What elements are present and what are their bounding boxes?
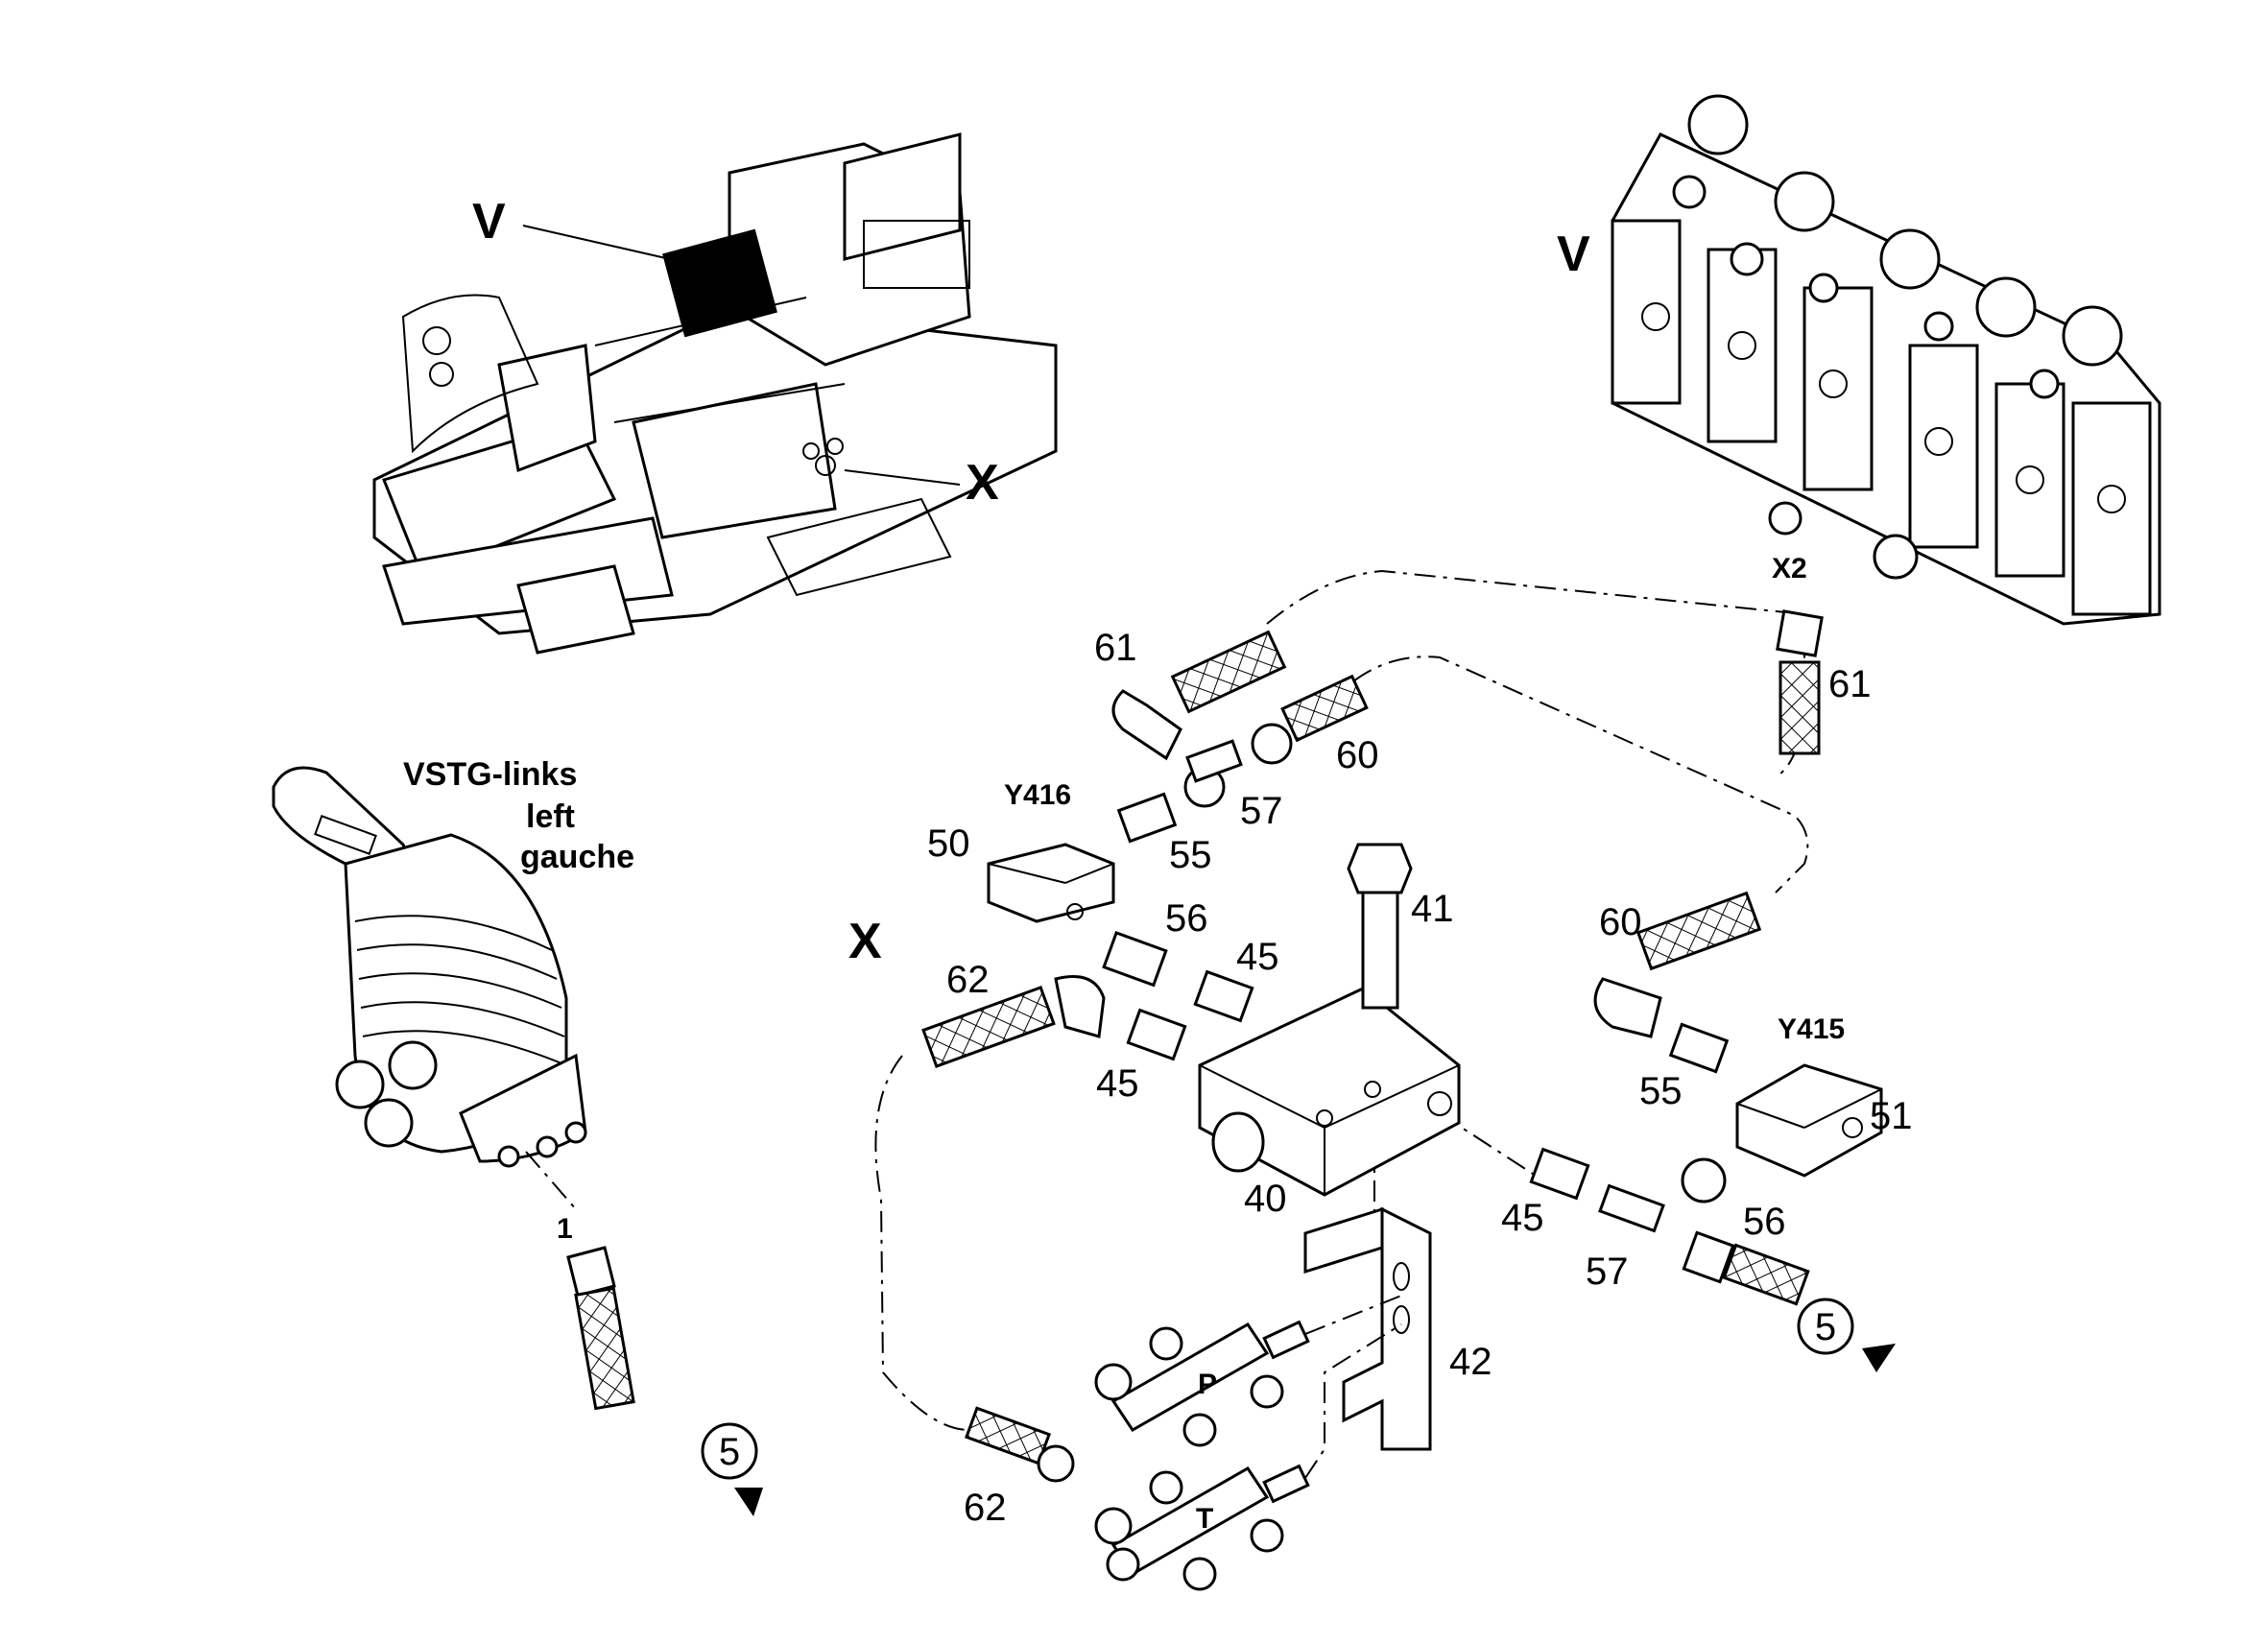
hose-61-right xyxy=(1776,609,1824,755)
fitting-57-right xyxy=(1598,1183,1665,1233)
label-p: P xyxy=(1198,1369,1217,1400)
joystick-title-3: gauche xyxy=(520,839,634,875)
route-lower xyxy=(1352,655,1809,893)
fitting-56-left xyxy=(1102,930,1168,988)
fitting-57-top-tee xyxy=(1185,739,1243,783)
joystick-dash-leader xyxy=(525,1151,577,1210)
control-valve-block xyxy=(1611,94,2161,626)
part-61-top: 61 xyxy=(1094,627,1137,669)
joystick-arrow-icon xyxy=(734,1488,763,1516)
fitting-45-b xyxy=(1126,1008,1187,1061)
block-40 xyxy=(1198,987,1461,1197)
route-left xyxy=(874,1055,970,1431)
part-55-top: 55 xyxy=(1169,834,1212,876)
joystick-title-2: left xyxy=(526,798,575,835)
hose-60-top xyxy=(1251,674,1369,765)
part-57-top: 57 xyxy=(1240,790,1283,832)
detail-arrow-icon xyxy=(1862,1344,1896,1372)
joystick-port-label: 1 xyxy=(557,1213,573,1245)
frame-callout-v: V xyxy=(472,194,506,250)
fitting-55-top xyxy=(1116,792,1178,844)
route-t-line xyxy=(1304,1323,1402,1479)
joystick-circle-ref-text: 5 xyxy=(719,1431,740,1473)
part-45-b: 45 xyxy=(1096,1062,1139,1105)
part-45-a: 45 xyxy=(1236,936,1279,978)
part-45-c: 45 xyxy=(1501,1197,1544,1239)
joystick-hose xyxy=(566,1246,635,1411)
detail-circle-ref xyxy=(1797,1298,1854,1355)
part-61-right: 61 xyxy=(1828,663,1872,705)
joystick-circle-ref xyxy=(701,1422,758,1480)
hose-61-top xyxy=(1111,630,1287,761)
joystick-title-1: VSTG-links xyxy=(403,756,577,793)
fitting-55-right xyxy=(1668,1022,1730,1074)
label-t: T xyxy=(1196,1503,1213,1535)
fitting-56-right xyxy=(1681,1157,1727,1203)
machine-frame-overview xyxy=(372,132,1058,655)
part-60-top: 60 xyxy=(1336,734,1379,776)
block-51 xyxy=(1735,1063,1883,1178)
route-upper xyxy=(1266,569,1805,778)
route-p-line xyxy=(1304,1295,1402,1335)
hose-62-bottom xyxy=(965,1406,1075,1483)
valve-view-title: V xyxy=(1557,226,1590,282)
detail-view-title: X xyxy=(848,914,882,969)
block-50 xyxy=(987,843,1115,923)
distributor-p xyxy=(1094,1320,1310,1447)
hose-60-right xyxy=(1593,891,1762,1038)
pilot-joystick xyxy=(272,766,587,1168)
bolt-41 xyxy=(1347,843,1413,1010)
part-57-right: 57 xyxy=(1586,1251,1629,1293)
part-60-right: 60 xyxy=(1599,901,1642,943)
part-55-right: 55 xyxy=(1639,1070,1683,1112)
hose-62-top xyxy=(921,975,1106,1068)
hose-5-right xyxy=(1682,1230,1810,1306)
part-42: 42 xyxy=(1449,1341,1492,1383)
valve-port-label: X2 xyxy=(1772,553,1807,584)
part-56-left: 56 xyxy=(1165,897,1208,940)
frame-callout-x: X xyxy=(966,455,999,511)
fitting-45-a xyxy=(1193,969,1254,1023)
part-41: 41 xyxy=(1411,888,1454,930)
label-y416: Y416 xyxy=(1004,779,1071,811)
part-62-bottom: 62 xyxy=(964,1487,1007,1529)
label-y415: Y415 xyxy=(1778,1013,1845,1045)
bracket-42 xyxy=(1303,1206,1432,1451)
fitting-45-c xyxy=(1529,1147,1590,1201)
part-51: 51 xyxy=(1870,1095,1913,1137)
detail-circle-ref-text: 5 xyxy=(1815,1306,1836,1348)
part-50: 50 xyxy=(927,822,970,865)
part-56-right: 56 xyxy=(1743,1201,1786,1243)
part-40: 40 xyxy=(1244,1178,1287,1220)
part-62-top: 62 xyxy=(946,959,990,1001)
distributor-t xyxy=(1094,1464,1310,1591)
